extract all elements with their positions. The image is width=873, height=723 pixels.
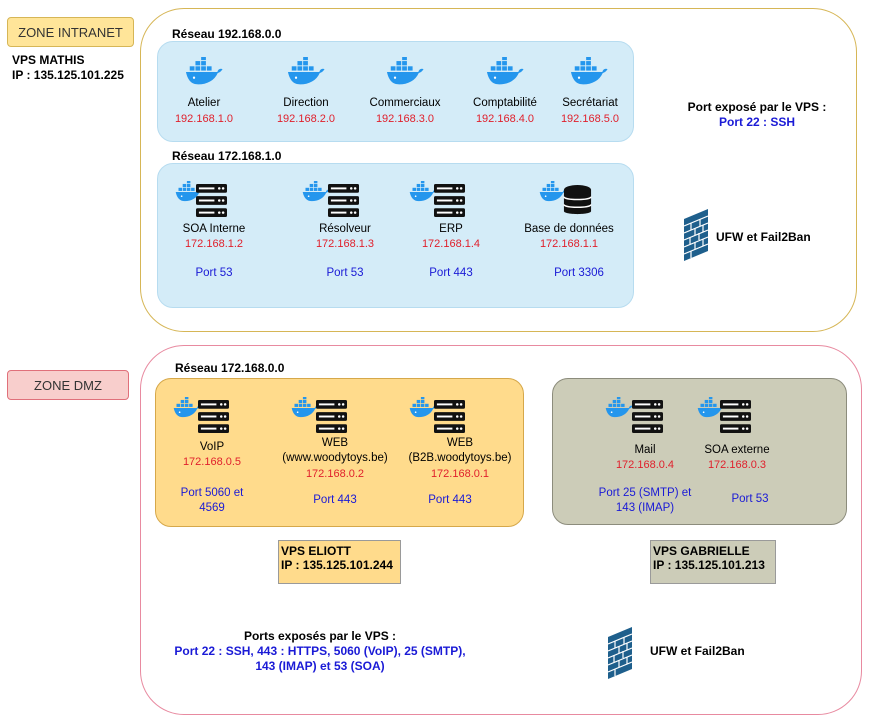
vps-mathis-name: VPS MATHIS — [12, 53, 85, 67]
docker-icon — [291, 397, 319, 419]
docker-icon — [302, 181, 330, 203]
node-label-web-b2b-domain: (B2B.woodytoys.be) — [408, 452, 512, 464]
server-icon — [434, 400, 465, 433]
dmz-firewall-label: UFW et Fail2Ban — [650, 644, 745, 658]
docker-icon — [605, 397, 633, 419]
node-ip-soa-externe: 172.168.0.3 — [707, 459, 767, 471]
node-label-commerciaux: Commerciaux — [369, 97, 441, 109]
vps-gabrielle-card: VPS GABRIELLE IP : 135.125.101.213 — [650, 540, 776, 584]
dmz-exposed-line2: 143 (IMAP) et 53 (SOA) — [255, 659, 385, 673]
docker-icon — [409, 181, 437, 203]
network-title: Réseau 172.168.0.0 — [175, 361, 285, 375]
vps-gabrielle-ip: IP : 135.125.101.213 — [653, 558, 765, 572]
dmz-exposed-title: Ports exposés par le VPS : — [243, 629, 397, 643]
node-port-web-b2b: Port 443 — [428, 494, 472, 506]
dmz-exposed-line1: Port 22 : SSH, 443 : HTTPS, 5060 (VoIP),… — [174, 644, 466, 658]
network-title: Réseau 172.168.1.0 — [172, 149, 282, 163]
intranet-exposed-ports: Port 22 : SSH — [718, 115, 796, 129]
zone-dmz-tag: ZONE DMZ — [7, 370, 129, 400]
node-label-comptabilite: Comptabilité — [473, 97, 537, 109]
firewall-icon — [608, 627, 632, 679]
docker-icon — [570, 57, 608, 87]
node-ip-erp: 172.168.1.4 — [421, 238, 481, 250]
server-icon — [316, 400, 347, 433]
node-port-voip: Port 5060 et — [180, 487, 244, 499]
node-label-voip: VoIP — [199, 441, 225, 453]
node-port-base-de-donnees: Port 3306 — [554, 267, 604, 279]
server-icon — [720, 400, 751, 433]
node-label-atelier: Atelier — [187, 97, 221, 109]
node-ip-web-www: 172.168.0.2 — [305, 468, 365, 480]
vps-eliott-name: VPS ELIOTT — [281, 544, 352, 558]
node-label-secretariat: Secrétariat — [562, 97, 618, 109]
node-port-voip: 4569 — [199, 502, 225, 514]
docker-icon — [486, 57, 524, 87]
vps-gabrielle-name: VPS GABRIELLE — [653, 544, 750, 558]
node-port-soa-interne: Port 53 — [195, 267, 233, 279]
docker-icon — [185, 57, 223, 87]
node-label-mail: Mail — [634, 444, 656, 456]
vps-mathis-ip: IP : 135.125.101.225 — [12, 68, 124, 82]
intranet-firewall-label: UFW et Fail2Ban — [716, 230, 811, 244]
vps-eliott-ip: IP : 135.125.101.244 — [281, 558, 393, 572]
node-label-web-b2b: WEB — [446, 437, 474, 449]
node-ip-atelier: 192.168.1.0 — [174, 113, 234, 125]
vps-gabrielle-network — [552, 378, 847, 525]
node-label-erp: ERP — [439, 223, 463, 235]
node-port-mail: Port 25 (SMTP) et — [598, 487, 692, 499]
server-icon — [328, 184, 359, 217]
node-label-resolveur: Résolveur — [319, 223, 371, 235]
server-icon — [198, 400, 229, 433]
network-172-168-1-0 — [157, 163, 634, 308]
node-ip-voip: 172.168.0.5 — [182, 456, 242, 468]
node-port-web-www: Port 443 — [313, 494, 357, 506]
node-ip-commerciaux: 192.168.3.0 — [375, 113, 435, 125]
network-title: Réseau 192.168.0.0 — [172, 27, 282, 41]
network-192-168-0-0 — [157, 41, 634, 142]
node-ip-resolveur: 172.168.1.3 — [315, 238, 375, 250]
node-port-erp: Port 443 — [429, 267, 473, 279]
node-label-soa-interne: SOA Interne — [182, 223, 246, 235]
node-ip-comptabilite: 192.168.4.0 — [475, 113, 535, 125]
node-label-web-www: WEB — [321, 437, 349, 449]
node-ip-secretariat: 192.168.5.0 — [560, 113, 620, 125]
node-ip-soa-interne: 172.168.1.2 — [184, 238, 244, 250]
firewall-icon — [684, 209, 708, 261]
server-icon — [434, 184, 465, 217]
node-ip-mail: 172.168.0.4 — [615, 459, 675, 471]
docker-icon — [409, 397, 437, 419]
vps-eliott-card: VPS ELIOTT IP : 135.125.101.244 — [278, 540, 401, 584]
server-icon — [632, 400, 663, 433]
zone-intranet-tag: ZONE INTRANET — [7, 17, 134, 47]
node-ip-base-de-donnees: 172.168.1.1 — [539, 238, 599, 250]
node-ip-direction: 192.168.2.0 — [276, 113, 336, 125]
node-label-direction: Direction — [283, 97, 329, 109]
node-ip-web-b2b: 172.168.0.1 — [430, 468, 490, 480]
database-icon — [562, 184, 593, 217]
docker-icon — [287, 57, 325, 87]
docker-icon — [386, 57, 424, 87]
intranet-exposed-title: Port exposé par le VPS : — [687, 100, 827, 114]
node-label-soa-externe: SOA externe — [704, 444, 770, 456]
node-port-resolveur: Port 53 — [326, 267, 364, 279]
node-label-base-de-donnees: Base de données — [524, 223, 614, 235]
node-label-web-www-domain: (www.woodytoys.be) — [282, 452, 388, 464]
node-port-soa-externe: Port 53 — [731, 493, 769, 505]
node-port-mail: 143 (IMAP) — [615, 502, 675, 514]
server-icon — [196, 184, 227, 217]
docker-icon — [173, 397, 201, 419]
